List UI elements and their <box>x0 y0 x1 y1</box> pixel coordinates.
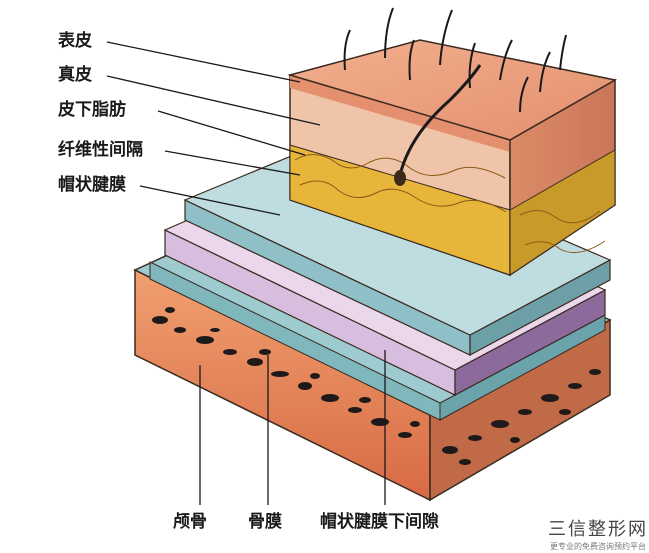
watermark-subtitle: 更专业的免费咨询预约平台 <box>550 542 646 551</box>
label-dermis: 真皮 <box>58 65 92 85</box>
label-subgaleal-space: 帽状腱膜下间隙 <box>320 512 439 532</box>
hair-follicle <box>398 64 482 176</box>
label-skull: 颅骨 <box>173 512 207 532</box>
fat-lobules <box>294 154 606 254</box>
label-subcutaneous-fat: 皮下脂肪 <box>58 100 126 120</box>
label-galea: 帽状腱膜 <box>58 175 126 195</box>
diploe-pattern <box>152 307 601 465</box>
skin-block <box>287 39 618 277</box>
leader-lines <box>106 41 386 505</box>
label-periosteum: 骨膜 <box>248 512 282 532</box>
label-epidermis: 表皮 <box>58 31 92 51</box>
hairs <box>343 7 567 113</box>
label-fibrous-septa: 纤维性间隔 <box>58 140 143 160</box>
watermark-title: 三信整形网 <box>548 519 648 540</box>
